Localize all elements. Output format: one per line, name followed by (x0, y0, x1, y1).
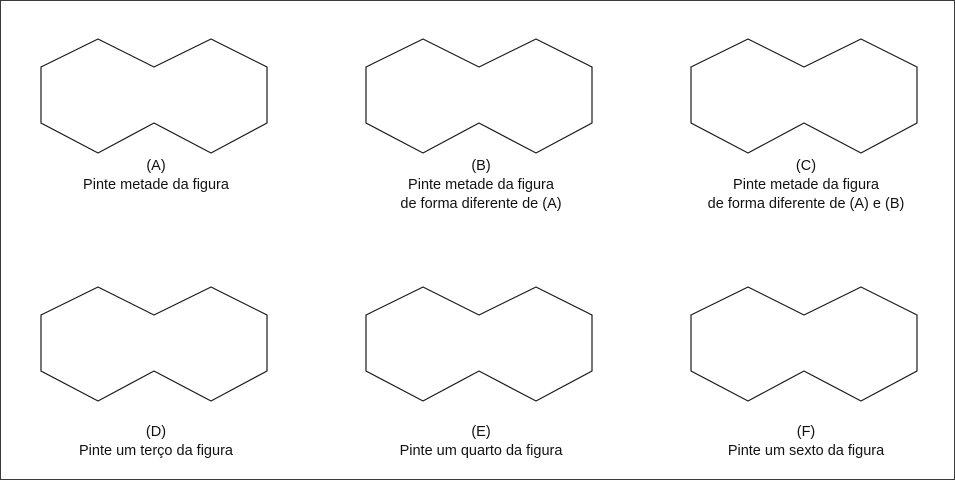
caption-b: (B) Pinte metade da figura de forma dife… (326, 157, 636, 214)
instruction-line: Pinte um sexto da figura (727, 443, 885, 459)
instruction-line: de forma diferente de (A) e (B) (707, 196, 905, 212)
instruction-line: Pinte um terço da figura (79, 443, 233, 459)
double-hexagon-d (40, 286, 268, 402)
instruction-line: Pinte metade da figura (733, 177, 879, 193)
caption-c: (C) Pinte metade da figura de forma dife… (651, 157, 955, 214)
figure-label: (F) (796, 424, 816, 440)
double-hexagon-e (365, 286, 593, 402)
instruction-line: Pinte metade da figura (408, 177, 554, 193)
double-hexagon-c (690, 38, 918, 154)
caption-e: (E) Pinte um quarto da figura (326, 423, 636, 461)
figure-label: (E) (471, 424, 491, 440)
double-hexagon-a (40, 38, 268, 154)
caption-d: (D) Pinte um terço da figura (1, 423, 311, 461)
instruction-line: Pinte metade da figura (83, 177, 229, 193)
figure-label: (A) (146, 158, 166, 174)
instruction-line: de forma diferente de (A) (400, 196, 562, 212)
instruction-line: Pinte um quarto da figura (399, 443, 563, 459)
caption-f: (F) Pinte um sexto da figura (651, 423, 955, 461)
figure-label: (B) (471, 158, 491, 174)
figure-label: (C) (795, 158, 817, 174)
figure-label: (D) (145, 424, 167, 440)
double-hexagon-f (690, 286, 918, 402)
double-hexagon-b (365, 38, 593, 154)
caption-a: (A) Pinte metade da figura (1, 157, 311, 195)
